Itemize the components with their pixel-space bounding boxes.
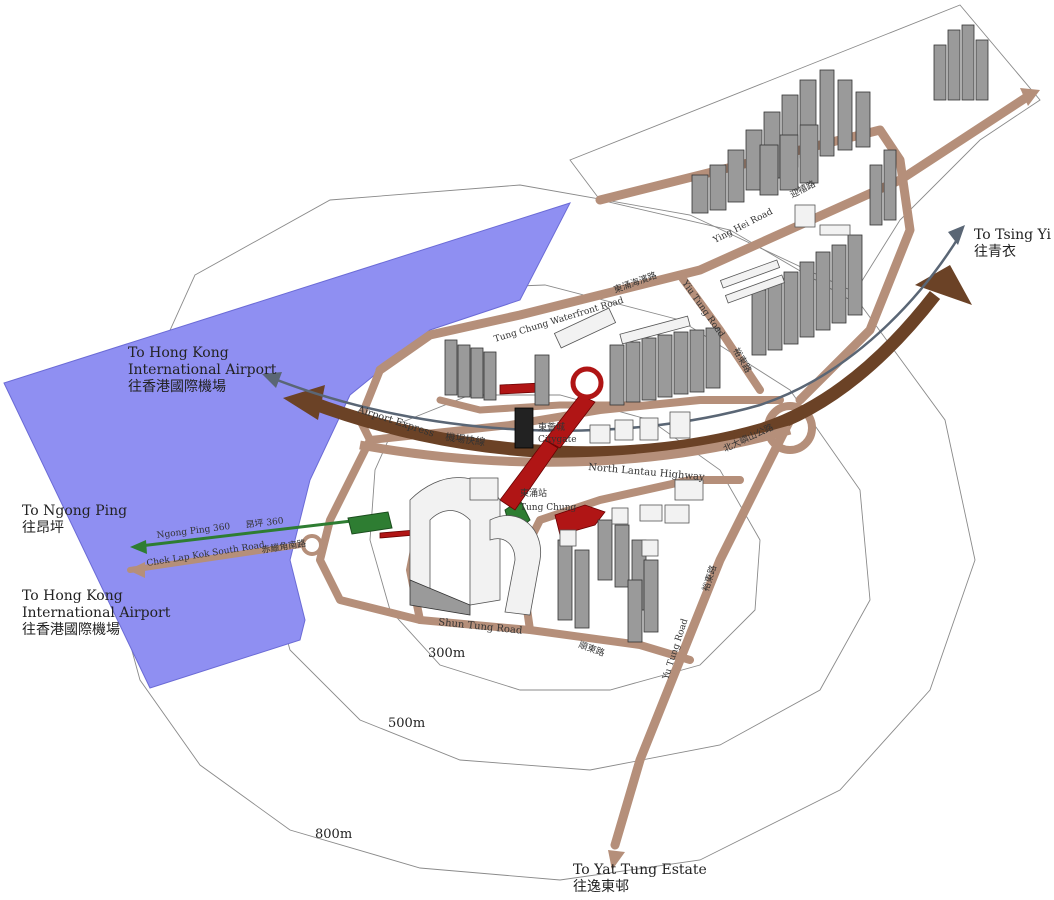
dest-airport-top-line2: International Airport bbox=[128, 362, 277, 378]
label-ngong-ping-360-zh: 昂坪 360 bbox=[245, 515, 284, 531]
dest-airport-bottom-zh: 往香港國際機場 bbox=[22, 622, 120, 638]
yat-tung-arrow bbox=[608, 850, 625, 870]
dest-airport-top-zh: 往香港國際機場 bbox=[128, 379, 226, 395]
buildings-east bbox=[719, 204, 863, 356]
dest-airport-top-line1: To Hong Kong bbox=[128, 345, 229, 361]
dest-airport-top: To Hong Kong International Airport 往香港國際… bbox=[128, 345, 276, 396]
dest-ngong-ping-en: To Ngong Ping bbox=[22, 503, 128, 519]
label-north-lantau: North Lantau Highway bbox=[588, 462, 706, 483]
ring-label-800m: 800m bbox=[315, 827, 353, 842]
buildings-central bbox=[444, 307, 721, 449]
dest-airport-bottom-line2: International Airport bbox=[22, 605, 171, 621]
buildings-southeast bbox=[557, 479, 704, 643]
citygate-tower bbox=[514, 407, 534, 449]
dest-airport-bottom-line1: To Hong Kong bbox=[22, 588, 123, 604]
ngong-ping-360-line bbox=[139, 518, 361, 548]
dest-tsing-yi-en: To Tsing Yi bbox=[974, 227, 1052, 243]
highway-arrow-east bbox=[915, 265, 972, 305]
ring-label-500m: 500m bbox=[388, 716, 426, 731]
roundabout-west bbox=[301, 534, 323, 556]
dest-yat-tung: To Yat Tung Estate 往逸東邨 bbox=[573, 862, 707, 896]
ngong-ping-arrow bbox=[130, 540, 147, 554]
dest-tsing-yi: To Tsing Yi 往青衣 bbox=[974, 227, 1051, 261]
label-station-zh: 東涌站 bbox=[520, 487, 547, 499]
airport-express-line bbox=[271, 234, 962, 432]
development-boundary bbox=[569, 4, 1041, 301]
label-yiu-tung-zh: 裕東路 bbox=[730, 346, 754, 375]
dest-ngong-ping-zh: 往昂坪 bbox=[22, 520, 64, 536]
pedestrian-links bbox=[379, 382, 606, 541]
label-station: Tung Chung bbox=[520, 503, 576, 513]
airport-express-arrow-west bbox=[262, 372, 282, 388]
buildings-station bbox=[409, 477, 542, 616]
dest-airport-bottom: To Hong Kong International Airport 往香港國際… bbox=[22, 588, 170, 639]
chek-lap-kok-arrow bbox=[128, 562, 145, 578]
dest-yat-tung-en: To Yat Tung Estate bbox=[573, 862, 707, 878]
label-citygate-zh: 東薈城 bbox=[538, 421, 565, 433]
buildings-north bbox=[691, 24, 989, 226]
dest-yat-tung-zh: 往逸東邨 bbox=[573, 879, 629, 895]
pedestrian-circle bbox=[570, 366, 604, 400]
label-citygate: Citygate bbox=[538, 435, 577, 445]
highway-label-band bbox=[359, 425, 792, 467]
airport-express-arrow-east bbox=[948, 225, 965, 245]
ying-hei-arrow bbox=[1020, 88, 1040, 106]
north-lantau-highway bbox=[307, 291, 941, 460]
ring-label-300m: 300m bbox=[428, 646, 466, 661]
label-shun-tung: Shun Tung Road bbox=[438, 617, 524, 637]
ring-800m bbox=[109, 184, 976, 881]
cable-car-terminal bbox=[347, 511, 393, 535]
dest-ngong-ping: To Ngong Ping 往昂坪 bbox=[22, 503, 127, 537]
dest-tsing-yi-zh: 往青衣 bbox=[974, 244, 1016, 260]
label-tung-chung-waterfront-zh: 東涌海濱路 bbox=[612, 269, 658, 296]
